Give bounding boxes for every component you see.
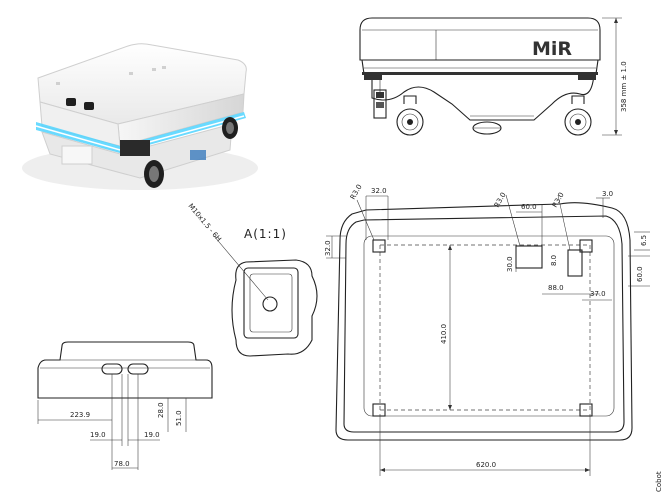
detail-title: A(1:1) [244, 227, 287, 241]
dim-60-right: 60.0 [636, 266, 644, 282]
dim-19-right: 19.0 [144, 431, 160, 439]
dim-78: 78.0 [114, 460, 130, 468]
side-caster-rear [564, 108, 592, 136]
watermark: Cobot [655, 471, 663, 492]
side-view: MiR 358 mm ± 1.0 [359, 17, 628, 136]
dim-3: 3.0 [602, 190, 613, 198]
dim-30-left: 30.0 [506, 256, 514, 272]
mount-hole-br [579, 403, 593, 417]
front-sensor-left [66, 98, 76, 106]
top-view: 32.0 R3.0 R3.0 60.0 R3.0 3.0 30.0 8.0 88… [324, 183, 650, 476]
dim-19-left: 19.0 [90, 431, 106, 439]
dim-60-top: 60.0 [521, 203, 537, 211]
dim-37: 37.0 [590, 290, 606, 298]
side-logo: MiR [532, 38, 572, 60]
radius-r3-a: R3.0 [349, 183, 364, 201]
robot-photo [22, 43, 258, 190]
dim-6-5: 6.5 [640, 235, 648, 246]
detail-a: A(1:1) M10x1.5 - 6H [186, 202, 318, 357]
side-caster-front [396, 108, 424, 136]
front-slot-right [127, 363, 149, 375]
dim-223-9: 223.9 [70, 411, 90, 419]
dim-51: 51.0 [175, 410, 183, 426]
mount-hole-tr [579, 239, 593, 253]
front-view: 223.9 28.0 51.0 19.0 19.0 78.0 [37, 341, 213, 470]
thread-callout: M10x1.5 - 6H [186, 202, 222, 243]
dim-28: 28.0 [157, 402, 165, 418]
dim-620: 620.0 [476, 461, 496, 469]
mount-hole-tl [372, 239, 386, 253]
height-dimension-label: 358 mm ± 1.0 [620, 61, 628, 112]
front-sensor-right [84, 102, 94, 110]
front-slot-left [101, 363, 123, 375]
dim-410: 410.0 [440, 324, 448, 344]
detail-pocket [243, 267, 299, 339]
dim-8: 8.0 [550, 255, 558, 266]
radius-r3-b: R3.0 [493, 191, 508, 209]
dim-88: 88.0 [548, 284, 564, 292]
radius-r3-c: R3.0 [551, 191, 566, 209]
detail-threaded-hole [262, 296, 278, 312]
mount-hole-bl [372, 403, 386, 417]
dim-32-top: 32.0 [371, 187, 387, 195]
dim-32-left: 32.0 [324, 240, 332, 256]
cutout-side [567, 249, 583, 277]
cutout-small [515, 245, 543, 269]
